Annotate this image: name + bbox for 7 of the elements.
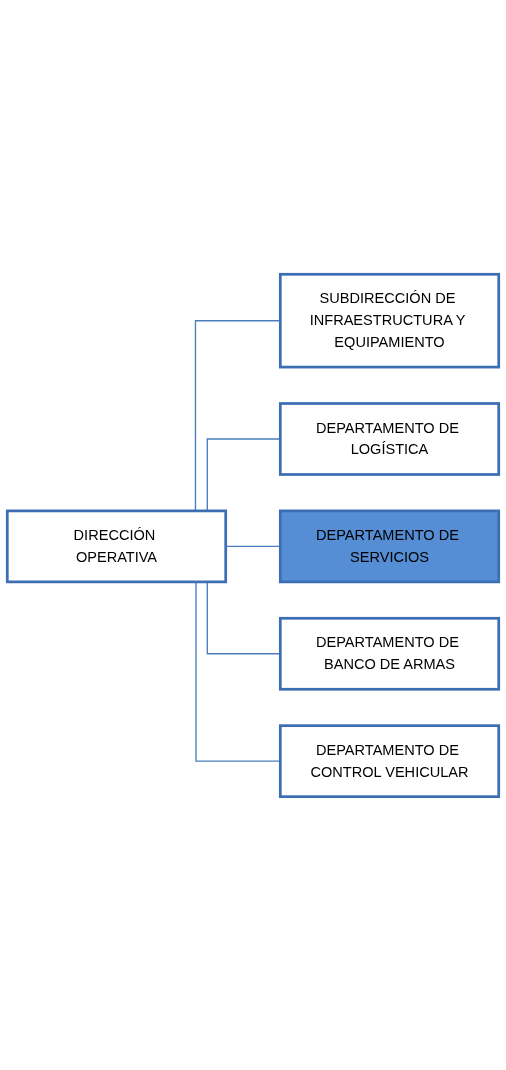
node-box: DEPARTAMENTO DE BANCO DE ARMAS	[278, 616, 501, 691]
node-box: DEPARTAMENTO DE SERVICIOS	[278, 509, 501, 583]
node-box: SUBDIRECCIÓN DE INFRAESTRUCTURA Y EQUIPAMIENTO	[278, 272, 501, 368]
node-box: DIRECCIÓN OPERATIVA	[5, 509, 228, 583]
connector	[225, 545, 281, 547]
node-box: DEPARTAMENTO DE LOGÍSTICA	[278, 401, 501, 476]
node-box: DEPARTAMENTO DE CONTROL VEHICULAR	[278, 723, 501, 798]
